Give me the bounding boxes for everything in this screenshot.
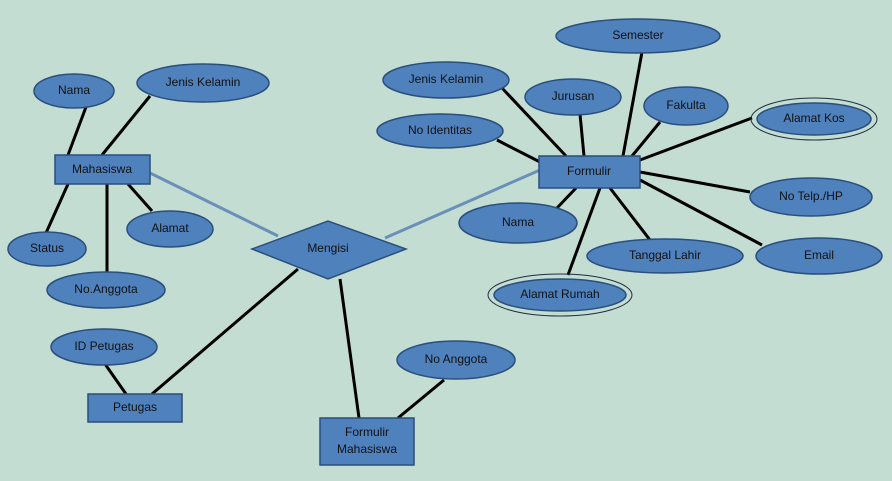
edge-formulir-tanggal-lahir <box>608 187 652 241</box>
edge-formulir-semester <box>621 51 644 157</box>
entity-formulir[interactable]: Formulir <box>538 155 641 189</box>
edge-formulir-nama <box>555 186 578 210</box>
attr-formulir-email-label: Email <box>804 248 834 262</box>
attr-formulir-tanggal-lahir-label: Tanggal Lahir <box>629 248 701 262</box>
edge-formulir-no-identitas <box>496 138 541 164</box>
edge-formulir-jurusan <box>578 113 586 157</box>
attr-formulir-fakulta-label: Fakulta <box>666 98 706 112</box>
attr-formulir-tanggal-lahir[interactable]: Tanggal Lahir <box>586 238 744 274</box>
attr-formulir-alamat-rumah-label: Alamat Rumah <box>520 287 599 301</box>
entity-petugas-label: Petugas <box>113 400 157 414</box>
attr-formulir-no-telp[interactable]: No Telp./HP <box>749 177 873 217</box>
entity-formulir-mahasiswa-label-line2: Mahasiswa <box>337 442 397 456</box>
edge-petugas-id-petugas <box>103 363 128 395</box>
attr-formulir-no-identitas[interactable]: No Identitas <box>376 113 504 149</box>
edges <box>44 51 763 420</box>
relationship-mengisi[interactable]: Mengisi <box>249 220 409 280</box>
edge-petugas-mengisi <box>151 267 299 396</box>
attr-formulir-jurusan[interactable]: Jurusan <box>524 78 622 116</box>
attr-formulir-semester-label: Semester <box>612 28 663 42</box>
attr-formulir-mahasiswa-no-anggota[interactable]: No Anggota <box>396 340 516 380</box>
attr-mahasiswa-status[interactable]: Status <box>7 231 87 267</box>
edge-formulir-jenis-kelamin <box>500 86 568 158</box>
edge-mahasiswa-status <box>44 183 70 234</box>
attr-formulir-mahasiswa-no-anggota-label: No Anggota <box>425 352 488 366</box>
attr-mahasiswa-nama-label: Nama <box>58 83 90 97</box>
entity-petugas[interactable]: Petugas <box>87 393 183 423</box>
edge-mahasiswa-jenis-kelamin <box>100 95 152 156</box>
edge-formulir-alamat-kos <box>639 116 753 162</box>
attr-mahasiswa-jenis-kelamin[interactable]: Jenis Kelamin <box>136 63 270 103</box>
attr-mahasiswa-nama[interactable]: Nama <box>33 73 115 109</box>
attr-formulir-no-telp-label: No Telp./HP <box>779 189 843 203</box>
attr-mahasiswa-alamat[interactable]: Alamat <box>126 210 214 248</box>
entity-mahasiswa-label: Mahasiswa <box>72 162 132 176</box>
attr-formulir-nama[interactable]: Nama <box>458 202 578 244</box>
edge-formulir-mahasiswa-no-anggota <box>397 378 445 420</box>
attr-formulir-fakulta[interactable]: Fakulta <box>643 86 729 126</box>
edge-formulir-mahasiswa-mengisi <box>338 278 361 419</box>
edge-formulir-mengisi <box>384 168 541 240</box>
attr-mahasiswa-alamat-label: Alamat <box>151 221 189 235</box>
attr-formulir-no-identitas-label: No Identitas <box>408 123 472 137</box>
attr-formulir-alamat-kos[interactable]: Alamat Kos <box>750 97 878 141</box>
attr-formulir-nama-label: Nama <box>502 215 534 229</box>
edge-formulir-fakulta <box>630 121 662 157</box>
attr-formulir-alamat-rumah[interactable]: Alamat Rumah <box>487 273 633 317</box>
edge-formulir-alamat-rumah <box>566 187 602 276</box>
edge-formulir-email <box>639 178 763 247</box>
entity-formulir-label: Formulir <box>567 164 611 178</box>
attr-formulir-jenis-kelamin-label: Jenis Kelamin <box>409 72 484 86</box>
attr-petugas-id-petugas-label: ID Petugas <box>74 339 133 353</box>
attr-formulir-semester[interactable]: Semester <box>555 18 721 54</box>
entity-formulir-mahasiswa[interactable]: Formulir Mahasiswa <box>319 417 415 466</box>
edge-mahasiswa-alamat <box>126 183 154 212</box>
attr-petugas-id-petugas[interactable]: ID Petugas <box>50 328 158 366</box>
attr-mahasiswa-no-anggota-label: No.Anggota <box>74 282 138 296</box>
entity-formulir-mahasiswa-label-line1: Formulir <box>345 425 389 439</box>
attr-formulir-jurusan-label: Jurusan <box>552 89 595 103</box>
attr-mahasiswa-jenis-kelamin-label: Jenis Kelamin <box>166 75 241 89</box>
relationship-mengisi-label: Mengisi <box>307 241 348 255</box>
attr-formulir-jenis-kelamin[interactable]: Jenis Kelamin <box>382 61 510 99</box>
attr-mahasiswa-no-anggota[interactable]: No.Anggota <box>46 271 166 309</box>
attr-formulir-alamat-kos-label: Alamat Kos <box>783 111 844 125</box>
attr-formulir-email[interactable]: Email <box>755 237 883 275</box>
attr-mahasiswa-status-label: Status <box>30 241 64 255</box>
edge-formulir-no-telp <box>639 170 751 194</box>
edge-mahasiswa-mengisi <box>149 171 279 238</box>
edge-mahasiswa-nama <box>66 106 88 156</box>
entity-mahasiswa[interactable]: Mahasiswa <box>54 154 151 185</box>
